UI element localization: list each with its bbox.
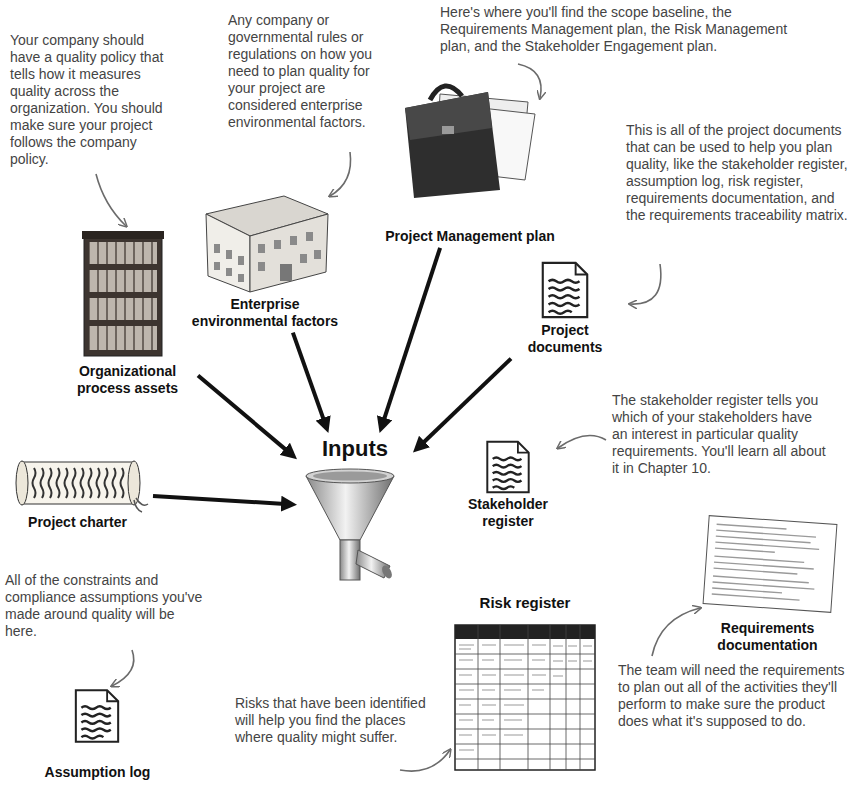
node-caption: Project documents — [505, 322, 625, 356]
factors-input: Enterprise environmental factors — [185, 178, 345, 330]
leader-arrow — [652, 608, 700, 656]
assumption-document: Assumption log — [35, 684, 160, 781]
node-caption: Requirements documentation — [690, 620, 845, 654]
table-header — [455, 625, 595, 639]
input-arrow — [198, 375, 288, 451]
scroll-roll — [128, 461, 140, 505]
documents-input: Project documents — [505, 258, 625, 356]
leader-arrow — [112, 650, 134, 686]
handwritten-note: Your company should have a quality polic… — [10, 32, 175, 168]
leader-arrow — [630, 264, 661, 304]
page-lines — [712, 524, 821, 601]
icon-space — [300, 462, 410, 580]
icon-space — [35, 684, 160, 764]
funnel-pipe-end — [380, 564, 394, 580]
leader-arrow — [558, 436, 606, 449]
handwritten-note: Any company or governmental rules or reg… — [228, 12, 378, 131]
register-document: Stakeholder register — [463, 436, 553, 530]
scroll-sheet — [22, 462, 134, 504]
input-arrow — [383, 248, 440, 422]
risk-table-illustration — [455, 625, 595, 770]
node-caption: Inputs — [300, 436, 410, 462]
book-row — [89, 326, 157, 350]
input-arrow — [293, 333, 325, 422]
shelf-frame — [84, 236, 162, 356]
building-face — [250, 214, 328, 292]
requirements-page-illustration — [703, 516, 837, 613]
node-caption: Organizational process assets — [60, 363, 195, 397]
table-frame — [455, 625, 595, 770]
inputs-funnel: Inputs — [300, 436, 410, 580]
scroll-illustration — [16, 461, 148, 512]
charter-input: Project charter — [5, 452, 150, 531]
building-illustration — [206, 196, 328, 292]
shelf-top — [82, 231, 164, 239]
bookshelf-illustration — [82, 231, 164, 356]
book-row — [89, 298, 157, 320]
input-arrow — [153, 496, 285, 504]
leader-arrow — [518, 64, 541, 98]
briefcase-clasp — [442, 126, 454, 134]
risk-register: Risk register — [445, 594, 605, 772]
icon-space — [185, 178, 345, 296]
funnel-opening — [313, 472, 387, 481]
scroll-ribbon — [134, 498, 148, 512]
icon-space — [445, 612, 605, 772]
briefcase-body — [405, 92, 500, 198]
node-caption: Enterprise environmental factors — [185, 296, 345, 330]
node-caption: Assumption log — [35, 764, 160, 781]
handwritten-note: The team will need the requirements to p… — [618, 662, 856, 730]
icon-space — [60, 235, 195, 363]
table-cell-marks — [459, 645, 592, 750]
scroll-roll — [16, 461, 28, 505]
document-icon — [543, 263, 587, 317]
book-row — [89, 270, 157, 292]
input-arrow — [422, 359, 511, 445]
handwritten-note: All of the constraints and compliance as… — [5, 572, 205, 640]
funnel-cone — [306, 476, 394, 540]
document-icon — [76, 690, 118, 742]
leader-arrow — [330, 152, 351, 196]
icon-space — [463, 436, 553, 496]
handwritten-note: Risks that have been identified will hel… — [235, 695, 440, 746]
scroll-writing — [33, 468, 124, 498]
funnel-illustration — [306, 469, 394, 580]
briefcase-flap — [405, 92, 492, 140]
building-door — [280, 264, 292, 281]
briefcase-illustration — [405, 86, 535, 198]
icon-space — [690, 512, 845, 620]
icon-space — [5, 452, 150, 514]
building-face — [206, 214, 250, 292]
handwritten-note: This is all of the project documents tha… — [626, 122, 856, 224]
node-caption: Project charter — [5, 514, 150, 531]
node-caption: Stakeholder register — [463, 496, 553, 530]
handwritten-note: Here's where you'll find the scope basel… — [440, 4, 800, 55]
leader-arrows — [96, 64, 700, 771]
plan-input: Project Management plan — [370, 68, 570, 245]
node-caption: Risk register — [445, 594, 605, 612]
node-caption: Project Management plan — [370, 228, 570, 245]
icon-space — [370, 68, 570, 228]
assets-input: Organizational process assets — [60, 235, 195, 397]
handwritten-note: The stakeholder register tells you which… — [612, 392, 827, 477]
building-windows — [214, 244, 244, 282]
leader-arrow — [96, 174, 126, 226]
book-row — [89, 242, 157, 264]
table-grid — [455, 625, 595, 770]
requirements-document: Requirements documentation — [690, 512, 845, 654]
icon-space — [505, 258, 625, 322]
page-sheet — [703, 516, 837, 613]
leader-arrow — [400, 750, 450, 771]
document-icon — [487, 442, 528, 492]
funnel-rim — [306, 469, 394, 483]
briefcase-handle — [430, 86, 462, 100]
